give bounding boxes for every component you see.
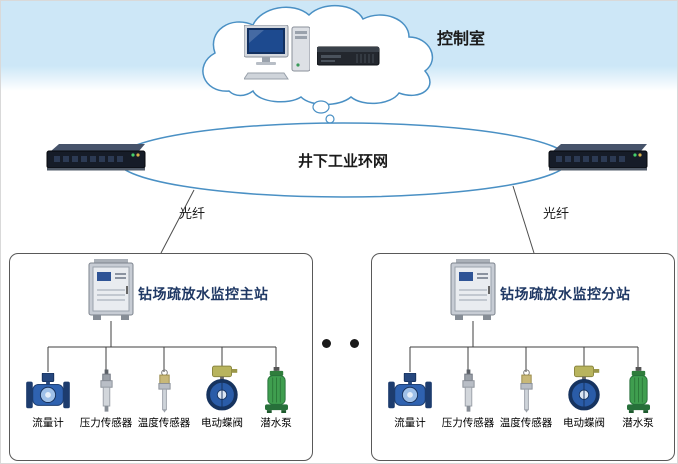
device-row: 流量计 压力传感器 温度传感器 电动蝶阀 潜水泵	[10, 254, 312, 460]
station-bus-lines	[409, 321, 639, 372]
temperature-sensor-icon	[519, 369, 534, 413]
cloud-tail-bubble-small	[325, 114, 335, 124]
device-flow-meter: 流量计	[16, 356, 80, 430]
device-submersible-pump: 潜水泵	[244, 356, 308, 430]
submersible-pump-icon	[626, 367, 651, 413]
device-label: 流量计	[32, 417, 64, 429]
device-pressure-sensor: 压力传感器	[436, 356, 500, 430]
device-label: 潜水泵	[260, 417, 292, 429]
device-temperature-sensor: 温度传感器	[494, 356, 558, 430]
workstation-computer-icon	[244, 25, 310, 83]
temperature-sensor-icon	[157, 369, 172, 413]
ellipsis-dot	[322, 339, 331, 348]
fiber-label-left: 光纤	[179, 206, 206, 221]
flow-meter-icon	[388, 373, 432, 413]
pressure-sensor-icon	[461, 369, 476, 413]
cloud-tail-bubble	[312, 100, 330, 114]
device-label: 压力传感器	[441, 417, 495, 429]
station-main: 钻场疏放水监控主站 流量计 压力传感器 温度传感器 电动蝶阀 潜水泵	[9, 253, 313, 461]
control-room-label: 控制室	[437, 31, 486, 48]
device-label: 压力传感器	[79, 417, 133, 429]
device-temperature-sensor: 温度传感器	[132, 356, 196, 430]
ellipsis-dot	[350, 339, 359, 348]
fiber-label-right: 光纤	[543, 206, 570, 221]
device-submersible-pump: 潜水泵	[606, 356, 670, 430]
device-label: 电动蝶阀	[563, 417, 605, 429]
fiber-line-left	[160, 189, 195, 254]
fiber-line-right	[512, 185, 535, 254]
device-label: 温度传感器	[137, 417, 191, 429]
station-title: 钻场疏放水监控主站	[138, 286, 269, 302]
device-electric-butterfly-valve: 电动蝶阀	[552, 356, 616, 430]
rack-server-icon	[317, 45, 381, 67]
device-label: 流量计	[394, 417, 426, 429]
butterfly-valve-icon	[564, 365, 604, 413]
ring-network-label: 井下工业环网	[297, 153, 388, 170]
submersible-pump-icon	[264, 367, 289, 413]
station-bus-lines	[47, 321, 277, 372]
device-flow-meter: 流量计	[378, 356, 442, 430]
network-switch-icon-right	[547, 143, 651, 173]
flow-meter-icon	[26, 373, 70, 413]
device-label: 电动蝶阀	[201, 417, 243, 429]
device-label: 潜水泵	[622, 417, 654, 429]
device-label: 温度传感器	[499, 417, 553, 429]
pressure-sensor-icon	[99, 369, 114, 413]
station-sub: 钻场疏放水监控分站 流量计 压力传感器 温度传感器 电动蝶阀 潜水泵	[371, 253, 675, 461]
station-title: 钻场疏放水监控分站	[500, 286, 631, 302]
device-row: 流量计 压力传感器 温度传感器 电动蝶阀 潜水泵	[372, 254, 674, 460]
device-electric-butterfly-valve: 电动蝶阀	[190, 356, 254, 430]
network-switch-icon-left	[45, 143, 149, 173]
butterfly-valve-icon	[202, 365, 242, 413]
device-pressure-sensor: 压力传感器	[74, 356, 138, 430]
